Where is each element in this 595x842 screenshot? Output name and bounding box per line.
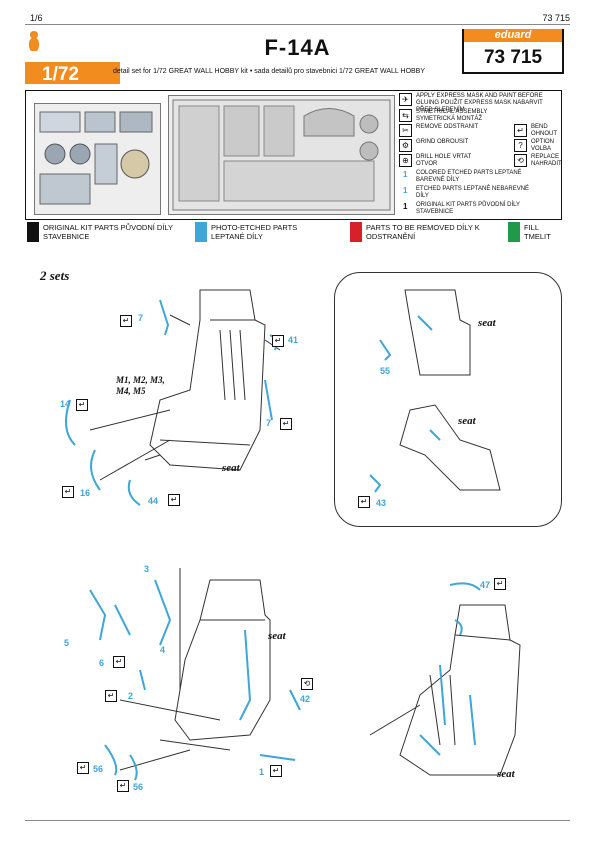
- legend-drill: DRILL HOLE VRTAT OTVOR: [416, 154, 472, 167]
- bend-icon: ↵: [117, 780, 129, 792]
- scale-banner: [25, 62, 120, 84]
- legend-original: ORIGINAL KIT PARTS PŮVODNÍ DÍLY STAVEBNI…: [416, 202, 520, 215]
- legend-symmetrical: SYMETRICAL ASSEMBLY SYMETRICKÁ MONTÁŽ: [416, 109, 488, 122]
- bend-icon: ↵: [120, 315, 132, 327]
- part-2-label: 2: [128, 691, 134, 701]
- page-number: 1/6: [30, 13, 43, 23]
- set-code: 73 715: [483, 47, 543, 68]
- red-swatch: [350, 222, 362, 242]
- part-3-label: 3: [144, 564, 150, 574]
- eduard-mascot-logo: [27, 29, 41, 53]
- bend-icon: ↵: [105, 690, 117, 702]
- bend-icon: ↵: [272, 335, 284, 347]
- replace-icon: ⟲: [514, 154, 527, 167]
- bend-icon: ↵: [280, 418, 292, 430]
- legend-option: OPTION VOLBA: [531, 139, 555, 152]
- sets-label: 2 sets: [40, 268, 70, 283]
- seat-assembly-diagram-3: [89, 568, 301, 781]
- set-code-small: 73 715: [542, 13, 570, 23]
- bend-icon: ↵: [62, 486, 74, 498]
- part-7-label: 7: [138, 313, 144, 323]
- legend-etched: ETCHED PARTS LEPTANÉ NEBAREVNÉ DÍLY: [416, 186, 530, 199]
- key-original-label: ORIGINAL KIT PARTS PŮVODNÍ DÍLY STAVEBNI…: [43, 223, 173, 241]
- part-42-label: 42: [300, 694, 311, 704]
- bend-icon: ↵: [113, 656, 125, 668]
- part-41-label: 41: [288, 335, 299, 345]
- model-title: F-14A: [264, 35, 331, 60]
- part-55-label: 55: [380, 366, 391, 376]
- part-56b-label: 56: [133, 782, 144, 792]
- header-divider: [25, 24, 570, 25]
- bend-icon: ↵: [77, 762, 89, 774]
- brand-box: eduard 73 715: [462, 29, 564, 74]
- blue-swatch: [195, 222, 207, 242]
- replace-icon: ⟲: [301, 678, 313, 690]
- bend-icon: ↵: [358, 496, 370, 508]
- seat-assembly-diagram-1: [65, 289, 281, 506]
- grind-icon: ⚙: [399, 139, 412, 152]
- bend-icon: ↵: [494, 578, 506, 590]
- colored-fret-image: [34, 103, 161, 215]
- option-icon: ?: [514, 139, 527, 152]
- seat-label-4: seat: [268, 630, 286, 642]
- part-14-label: 14: [60, 399, 71, 409]
- legend-grind: GRIND OBROUSIT: [416, 139, 469, 145]
- seat-label-5: seat: [497, 768, 515, 780]
- part-47-label: 47: [480, 580, 491, 590]
- seat-assembly-diagram-4: [369, 582, 521, 776]
- bend-icon: ↵: [270, 765, 282, 777]
- express-mask-icon: ✈: [399, 93, 412, 106]
- drill-icon: ⊕: [399, 154, 412, 167]
- etched-number-icon: 1: [403, 186, 408, 195]
- part-56-label: 56: [93, 764, 104, 774]
- green-swatch: [508, 222, 520, 242]
- seat-label-2: seat: [478, 317, 496, 329]
- part-5-label: 5: [64, 638, 70, 648]
- info-panel: ✈ APPLY EXPRESS MASK AND PAINT BEFORE GL…: [25, 90, 562, 220]
- kit-subtitle: detail set for 1/72 GREAT WALL HOBBY kit…: [113, 68, 426, 75]
- seat-label-3: seat: [458, 415, 476, 427]
- key-etched-label: PHOTO-ETCHED PARTS LEPTANÉ DÍLY: [211, 223, 298, 241]
- part-1-label: 1: [259, 767, 265, 777]
- etched-fret-image: [168, 95, 395, 215]
- part-43-label: 43: [376, 498, 387, 508]
- legend-bend: BEND OHNOUT: [531, 124, 557, 137]
- bend-icon: ↵: [514, 124, 527, 137]
- black-swatch: [27, 222, 39, 242]
- key-fill-label: FILL TMELIT: [524, 223, 551, 241]
- legend-express-mask: APPLY EXPRESS MASK AND PAINT BEFORE GLUI…: [416, 93, 543, 113]
- seat-detail-diagram: [369, 289, 501, 493]
- key-fill: FILL TMELIT: [508, 222, 560, 242]
- key-remove-label: PARTS TO BE REMOVED DÍLY K ODSTRANĚNÍ: [366, 223, 480, 241]
- detail-panel: [334, 272, 562, 527]
- remove-icon: ✂: [399, 124, 412, 137]
- key-remove: PARTS TO BE REMOVED DÍLY K ODSTRANĚNÍ: [350, 222, 518, 242]
- key-original: ORIGINAL KIT PARTS PŮVODNÍ DÍLY STAVEBNI…: [27, 222, 195, 242]
- bend-icon: ↵: [76, 399, 88, 411]
- model-variants-label: M1, M2, M3, M4, M5: [116, 375, 165, 396]
- part-44-label: 44: [148, 496, 159, 506]
- symmetry-icon: ⇆: [399, 109, 412, 122]
- footer-divider: [25, 820, 570, 821]
- kit-number-icon: 1: [403, 202, 408, 211]
- part-6-label: 6: [99, 658, 105, 668]
- scale-label: 1/72: [42, 64, 79, 85]
- legend-remove: REMOVE ODSTRANIT: [416, 124, 479, 130]
- legend-colored-etched: COLORED ETCHED PARTS LEPTANÉ BAREVNÉ DÍL…: [416, 170, 522, 183]
- legend-replace: REPLACE NAHRADIT: [531, 154, 562, 167]
- colored-etched-number-icon: 1: [403, 170, 408, 179]
- seat-label-1: seat: [222, 462, 240, 474]
- part-16-label: 16: [80, 488, 91, 498]
- key-etched: PHOTO-ETCHED PARTS LEPTANÉ DÍLY: [195, 222, 363, 242]
- bend-icon: ↵: [168, 494, 180, 506]
- part-7b-label: 7: [266, 418, 272, 428]
- part-4-label: 4: [160, 645, 166, 655]
- brand-name: eduard: [464, 29, 562, 42]
